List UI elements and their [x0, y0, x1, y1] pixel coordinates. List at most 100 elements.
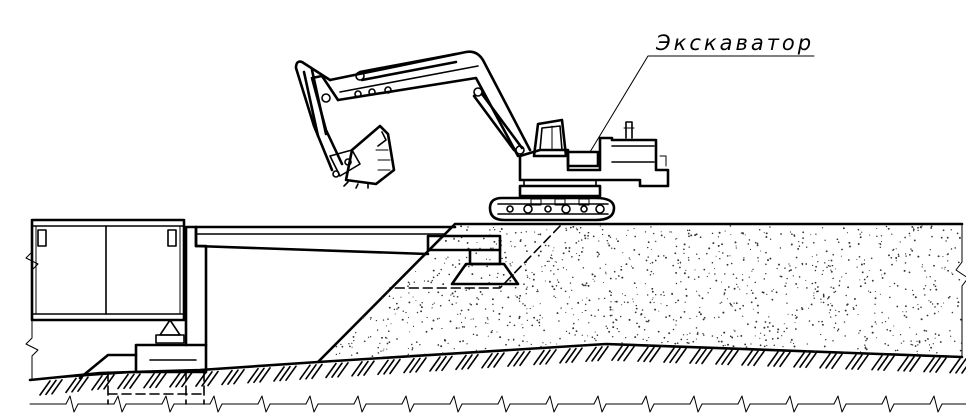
soil-dot	[438, 317, 440, 319]
soil-dot	[361, 316, 364, 319]
soil-dot	[376, 329, 379, 331]
soil-dot	[386, 342, 389, 345]
soil-dot	[821, 320, 823, 323]
soil-dot	[865, 348, 868, 351]
soil-dot	[484, 322, 487, 324]
soil-dot	[758, 228, 761, 231]
soil-dot	[492, 247, 494, 249]
soil-dot	[636, 322, 638, 325]
soil-dot	[887, 227, 890, 230]
soil-dot	[791, 314, 794, 316]
soil-dot	[541, 271, 543, 273]
soil-dot	[694, 269, 696, 271]
soil-dot	[875, 323, 877, 325]
soil-dot	[413, 281, 416, 283]
soil-dot	[781, 335, 783, 337]
soil-dot	[857, 313, 859, 316]
soil-dot	[723, 294, 725, 296]
soil-dot	[921, 225, 923, 227]
soil-dot	[382, 296, 384, 299]
soil-dot	[889, 286, 891, 288]
soil-dot	[421, 321, 423, 323]
soil-dot	[609, 308, 612, 311]
hatch-stroke	[929, 356, 941, 373]
soil-dot	[381, 260, 384, 263]
soil-dot	[748, 276, 750, 278]
soil-dot	[552, 286, 554, 288]
soil-dot	[958, 278, 961, 281]
soil-dot	[615, 300, 618, 303]
soil-dot	[387, 231, 389, 234]
soil-dot	[573, 314, 575, 316]
soil-dot	[445, 258, 447, 260]
soil-dot	[581, 283, 584, 286]
soil-dot	[731, 336, 734, 339]
soil-dot	[634, 336, 637, 339]
soil-dot	[780, 275, 783, 278]
hatch-stroke	[91, 374, 103, 391]
soil-dot	[622, 252, 624, 254]
soil-dot	[603, 297, 606, 300]
soil-dot	[863, 278, 866, 281]
soil-dot	[605, 273, 607, 275]
soil-dot	[793, 234, 795, 236]
soil-dot	[565, 247, 567, 249]
soil-dot	[333, 333, 335, 335]
soil-dot	[415, 270, 417, 272]
ground-hatching	[39, 345, 966, 396]
soil-dot	[657, 255, 660, 257]
soil-dot	[832, 340, 834, 342]
soil-dot	[505, 343, 507, 346]
soil-dot	[917, 255, 920, 258]
soil-dot	[957, 261, 960, 264]
soil-dot	[396, 338, 398, 340]
soil-dot	[754, 297, 757, 300]
soil-dot	[367, 244, 370, 247]
soil-dot	[662, 291, 665, 293]
soil-dot	[652, 297, 654, 299]
soil-dot	[827, 264, 830, 267]
soil-dot	[956, 297, 958, 299]
soil-dot	[577, 301, 580, 304]
soil-dot	[514, 231, 517, 234]
soil-dot	[550, 254, 553, 256]
hatch-stroke	[71, 376, 83, 393]
soil-dot	[337, 252, 340, 255]
hatch-stroke	[819, 352, 831, 369]
soil-dot	[821, 323, 824, 326]
soil-dot	[597, 309, 600, 311]
soil-dot	[866, 276, 868, 279]
soil-dot	[929, 248, 931, 251]
hatch-stroke	[389, 358, 401, 375]
hatch-stroke	[773, 351, 785, 367]
soil-dot	[353, 248, 356, 250]
soil-dot	[352, 274, 355, 277]
soil-dot	[930, 226, 933, 229]
soil-dot	[562, 252, 565, 255]
soil-dot	[905, 305, 907, 308]
hatch-stroke	[617, 345, 629, 362]
soil-dot	[874, 321, 877, 323]
soil-dot	[649, 274, 652, 276]
soil-dot	[466, 229, 468, 231]
soil-dot	[556, 279, 559, 281]
soil-dot	[405, 311, 407, 314]
soil-dot	[667, 340, 669, 343]
soil-dot	[541, 266, 543, 268]
soil-dot	[928, 300, 930, 302]
soil-dot	[608, 290, 611, 293]
soil-dot	[890, 256, 893, 259]
soil-dot	[731, 305, 733, 307]
soil-dot	[956, 232, 959, 235]
soil-dot	[763, 334, 766, 336]
soil-dot	[421, 240, 423, 242]
soil-dot	[625, 263, 628, 265]
soil-dot	[587, 231, 590, 234]
soil-dot	[876, 337, 878, 339]
soil-dot	[708, 272, 710, 274]
soil-dot	[810, 356, 812, 358]
soil-dot	[408, 283, 411, 285]
soil-dot	[735, 277, 738, 279]
soil-dot	[698, 257, 700, 260]
